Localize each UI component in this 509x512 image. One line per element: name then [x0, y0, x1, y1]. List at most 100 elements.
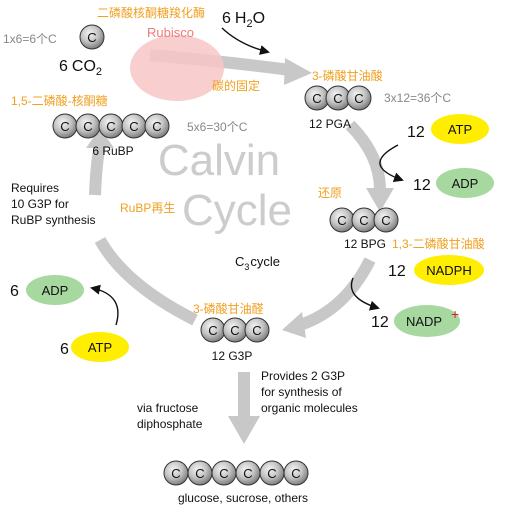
rubp-carbon-calc: 5x6=30个C	[187, 120, 248, 134]
atp-top-count: 12	[407, 124, 425, 141]
fixation-label: 碳的固定	[212, 78, 260, 93]
carbon-atom-label: C	[129, 119, 138, 134]
svg-text:NADPH: NADPH	[426, 263, 472, 278]
pga-chinese-label: 3-磷酸甘油酸	[312, 68, 383, 83]
nadp-badge: NADP +	[394, 305, 460, 337]
cycle-arrow-g3p-to-regen	[94, 236, 198, 326]
svg-text:Requires: Requires	[11, 181, 59, 195]
carbon-atom	[283, 460, 309, 486]
carbon-atom	[244, 317, 270, 343]
rubp-label: 6 RuBP	[92, 144, 133, 158]
cycle-arrow-regen-to-rubp	[89, 143, 106, 196]
cycle-title-line2: Cycle	[182, 186, 292, 235]
cycle-arrows	[89, 49, 386, 418]
nadph-count: 12	[388, 263, 406, 280]
provides-text: Provides 2 G3P for synthesis of organic …	[261, 369, 358, 415]
arrowhead-bpg-to-g3p	[282, 312, 306, 338]
svg-text:ADP: ADP	[42, 283, 69, 298]
cycle-arrow-bpg-to-g3p	[297, 257, 376, 331]
nadp-count: 12	[371, 314, 389, 331]
glucose-label: glucose, sucrose, others	[178, 491, 308, 505]
carbon-atom-label: C	[252, 323, 261, 338]
carbon-atom-label: C	[243, 466, 252, 481]
via-text: via fructose diphosphate	[137, 401, 203, 431]
nadph-badge: NADPH	[414, 255, 484, 285]
adp-top-count: 12	[413, 177, 431, 194]
carbon-atom-label: C	[337, 213, 346, 228]
carbon-atom-label: C	[219, 466, 228, 481]
arrowhead-output	[228, 416, 260, 444]
co2-carbon: C	[79, 24, 105, 50]
svg-text:Provides 2 G3P: Provides 2 G3P	[261, 369, 345, 383]
rubisco-blob	[130, 35, 224, 101]
regen-label: RuBP再生	[120, 201, 175, 215]
carbon-atom-label: C	[267, 466, 276, 481]
nadp-plus: +	[451, 306, 459, 322]
rubisco-chinese-label: 二磷酸核酮糖羧化酶	[97, 5, 205, 20]
svg-text:ATP: ATP	[88, 340, 112, 355]
water-arrow	[221, 27, 270, 55]
adp-left-count: 6	[10, 283, 19, 300]
c3-cycle-label: C3cycle	[235, 254, 280, 272]
svg-text:C: C	[87, 30, 96, 45]
carbon-atom-label: C	[60, 119, 69, 134]
carbon-atom	[144, 113, 170, 139]
cycle-arrow-pga-to-bpg	[345, 120, 386, 191]
adp-left-badge: ADP	[26, 275, 84, 305]
svg-text:NADP: NADP	[406, 314, 442, 329]
atp-left-count: 6	[60, 341, 69, 358]
reduction-label: 还原	[318, 186, 342, 200]
rubisco-label: Rubisco	[147, 25, 194, 40]
carbon-atom-label: C	[171, 466, 180, 481]
g3p-label: 12 G3P	[212, 349, 253, 363]
arrowhead-regen-to-rubp	[86, 128, 114, 148]
atp-top-arrow	[379, 144, 404, 183]
carbon-atom-label: C	[354, 91, 363, 106]
atp-left-arrow	[90, 284, 119, 326]
rubp-chinese-label: 1,5-二磷酸-核酮糖	[11, 93, 108, 108]
cycle-title-line1: Calvin	[158, 136, 280, 185]
svg-text:for synthesis of: for synthesis of	[261, 385, 342, 399]
bpg-chinese-label: 1,3-二磷酸甘油酸	[392, 236, 485, 251]
requires-text: Requires 10 G3P for RuBP synthesis	[11, 181, 96, 227]
nadph-arrow	[350, 277, 380, 311]
carbon-atom-label: C	[83, 119, 92, 134]
cycle-arrowheads	[86, 58, 394, 444]
carbon-atom-label: C	[359, 213, 368, 228]
pga-carbon-calc: 3x12=36个C	[384, 91, 451, 105]
carbon-atom-label: C	[152, 119, 161, 134]
carbon-atom-label: C	[291, 466, 300, 481]
atp-top-badge: ATP	[431, 114, 489, 144]
carbon-atom-label: C	[195, 466, 204, 481]
pga-label: 12 PGA	[309, 117, 351, 131]
carbon-atom-label: C	[381, 213, 390, 228]
carbon-atom	[346, 85, 372, 111]
adp-top-badge: ADP	[436, 168, 494, 198]
bpg-label: 12 BPG	[344, 237, 386, 251]
carbon-atom-label: C	[106, 119, 115, 134]
carbon-atom-label: C	[333, 91, 342, 106]
svg-text:diphosphate: diphosphate	[137, 417, 203, 431]
svg-text:ATP: ATP	[448, 122, 472, 137]
arrowhead-pga-to-bpg	[366, 188, 394, 212]
svg-text:organic molecules: organic molecules	[261, 401, 358, 415]
carbon-atom-label: C	[312, 91, 321, 106]
carbon-atom-label: C	[230, 323, 239, 338]
svg-text:RuBP synthesis: RuBP synthesis	[11, 213, 96, 227]
g3p-chinese-label: 3-磷酸甘油醛	[193, 301, 264, 316]
svg-text:10 G3P for: 10 G3P for	[11, 197, 69, 211]
co2-carbon-calc: 1x6=6个C	[3, 32, 57, 46]
carbon-atom	[373, 207, 399, 233]
svg-text:ADP: ADP	[452, 176, 479, 191]
arrowhead-fixation	[284, 58, 312, 85]
carbon-atom-label: C	[208, 323, 217, 338]
atp-left-badge: ATP	[71, 332, 129, 362]
